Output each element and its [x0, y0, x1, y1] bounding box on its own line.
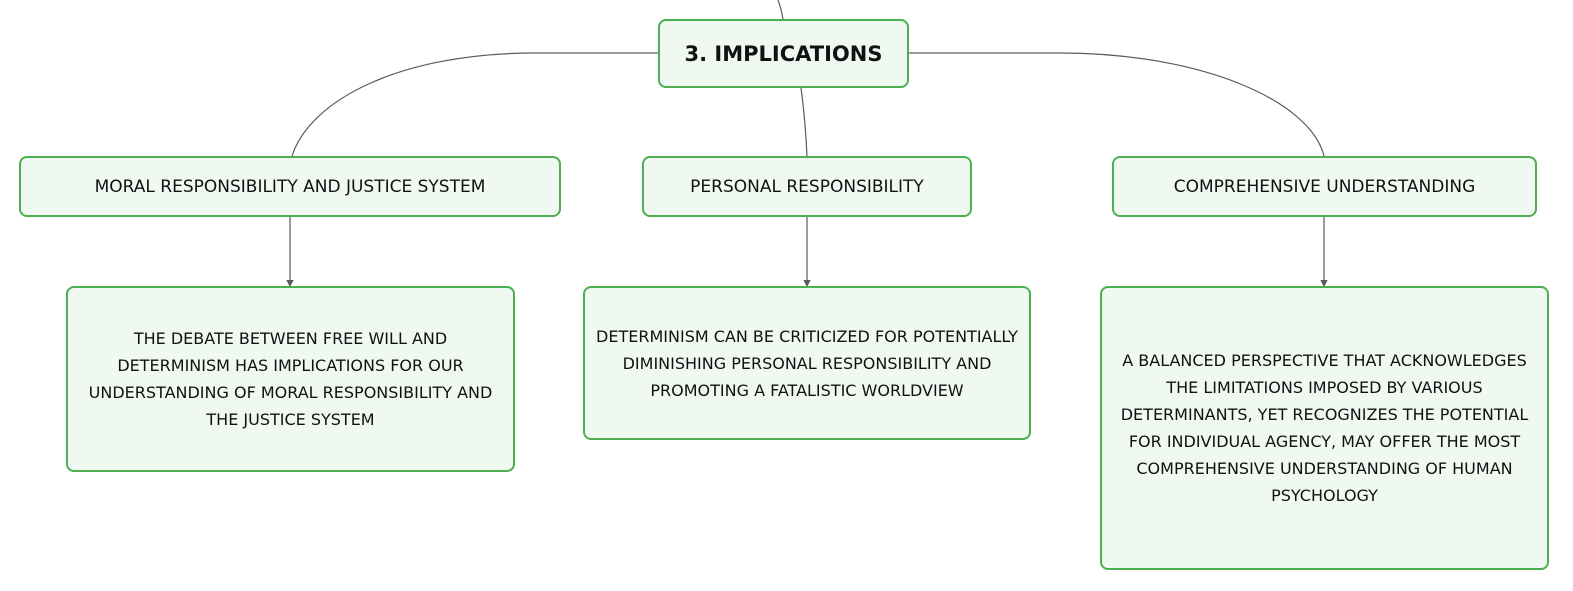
connector-root-to-branch-3	[909, 52, 1325, 157]
root-node-label: 3. IMPLICATIONS	[684, 41, 883, 66]
branch-node-comprehensive-understanding[interactable]: COMPREHENSIVE UNDERSTANDING	[1112, 156, 1537, 217]
root-node[interactable]: 3. IMPLICATIONS	[658, 19, 909, 88]
connector-root-to-branch-1	[291, 52, 658, 157]
branch-node-moral-responsibility[interactable]: MORAL RESPONSIBILITY AND JUSTICE SYSTEM	[19, 156, 561, 217]
detail-node-personal-responsibility[interactable]: DETERMINISM CAN BE CRITICIZED FOR POTENT…	[583, 286, 1031, 440]
branch-node-label: COMPREHENSIVE UNDERSTANDING	[1173, 176, 1476, 197]
detail-node-comprehensive-understanding[interactable]: A BALANCED PERSPECTIVE THAT ACKNOWLEDGES…	[1100, 286, 1549, 570]
branch-node-personal-responsibility[interactable]: PERSONAL RESPONSIBILITY	[642, 156, 972, 217]
detail-node-moral-responsibility[interactable]: THE DEBATE BETWEEN FREE WILL AND DETERMI…	[66, 286, 515, 472]
connector-root-to-branch-2	[800, 87, 808, 157]
detail-node-text: DETERMINISM CAN BE CRITICIZED FOR POTENT…	[596, 326, 1018, 400]
branch-node-label: PERSONAL RESPONSIBILITY	[690, 176, 924, 197]
connector-parent-to-root	[777, 0, 784, 20]
branch-node-label: MORAL RESPONSIBILITY AND JUSTICE SYSTEM	[94, 176, 486, 197]
detail-node-text: A BALANCED PERSPECTIVE THAT ACKNOWLEDGES…	[1120, 351, 1529, 505]
detail-node-text: THE DEBATE BETWEEN FREE WILL AND DETERMI…	[88, 329, 493, 429]
